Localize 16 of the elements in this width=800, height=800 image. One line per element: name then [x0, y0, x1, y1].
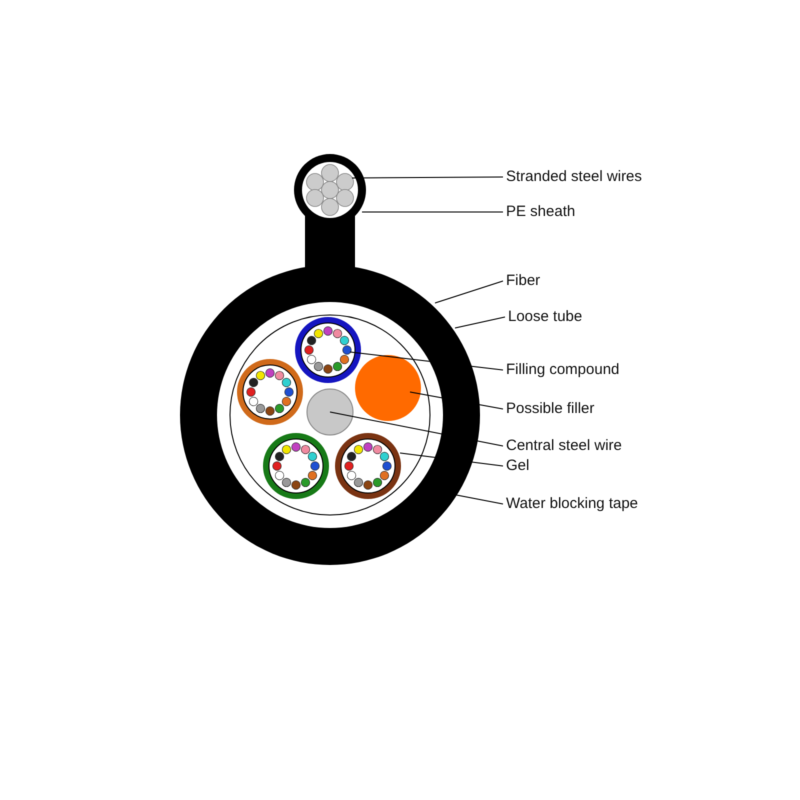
leader-line [434, 280, 504, 304]
part-label: Fiber [506, 272, 540, 290]
part-label: Possible filler [506, 400, 594, 418]
part-label: Water blocking tape [506, 495, 638, 513]
part-label: Loose tube [508, 308, 582, 326]
leader-line [350, 352, 504, 370]
leader-line [330, 412, 504, 446]
part-label: PE sheath [506, 203, 576, 221]
part-label: Central steel wire [506, 437, 622, 455]
part-label: Filling compound [506, 361, 620, 379]
leader-line [352, 176, 504, 178]
part-label: Gel [506, 457, 530, 475]
leader-line [454, 316, 506, 328]
leader-line [400, 452, 504, 466]
part-label: Stranded steel wires [506, 168, 642, 186]
leader-line [410, 392, 504, 410]
